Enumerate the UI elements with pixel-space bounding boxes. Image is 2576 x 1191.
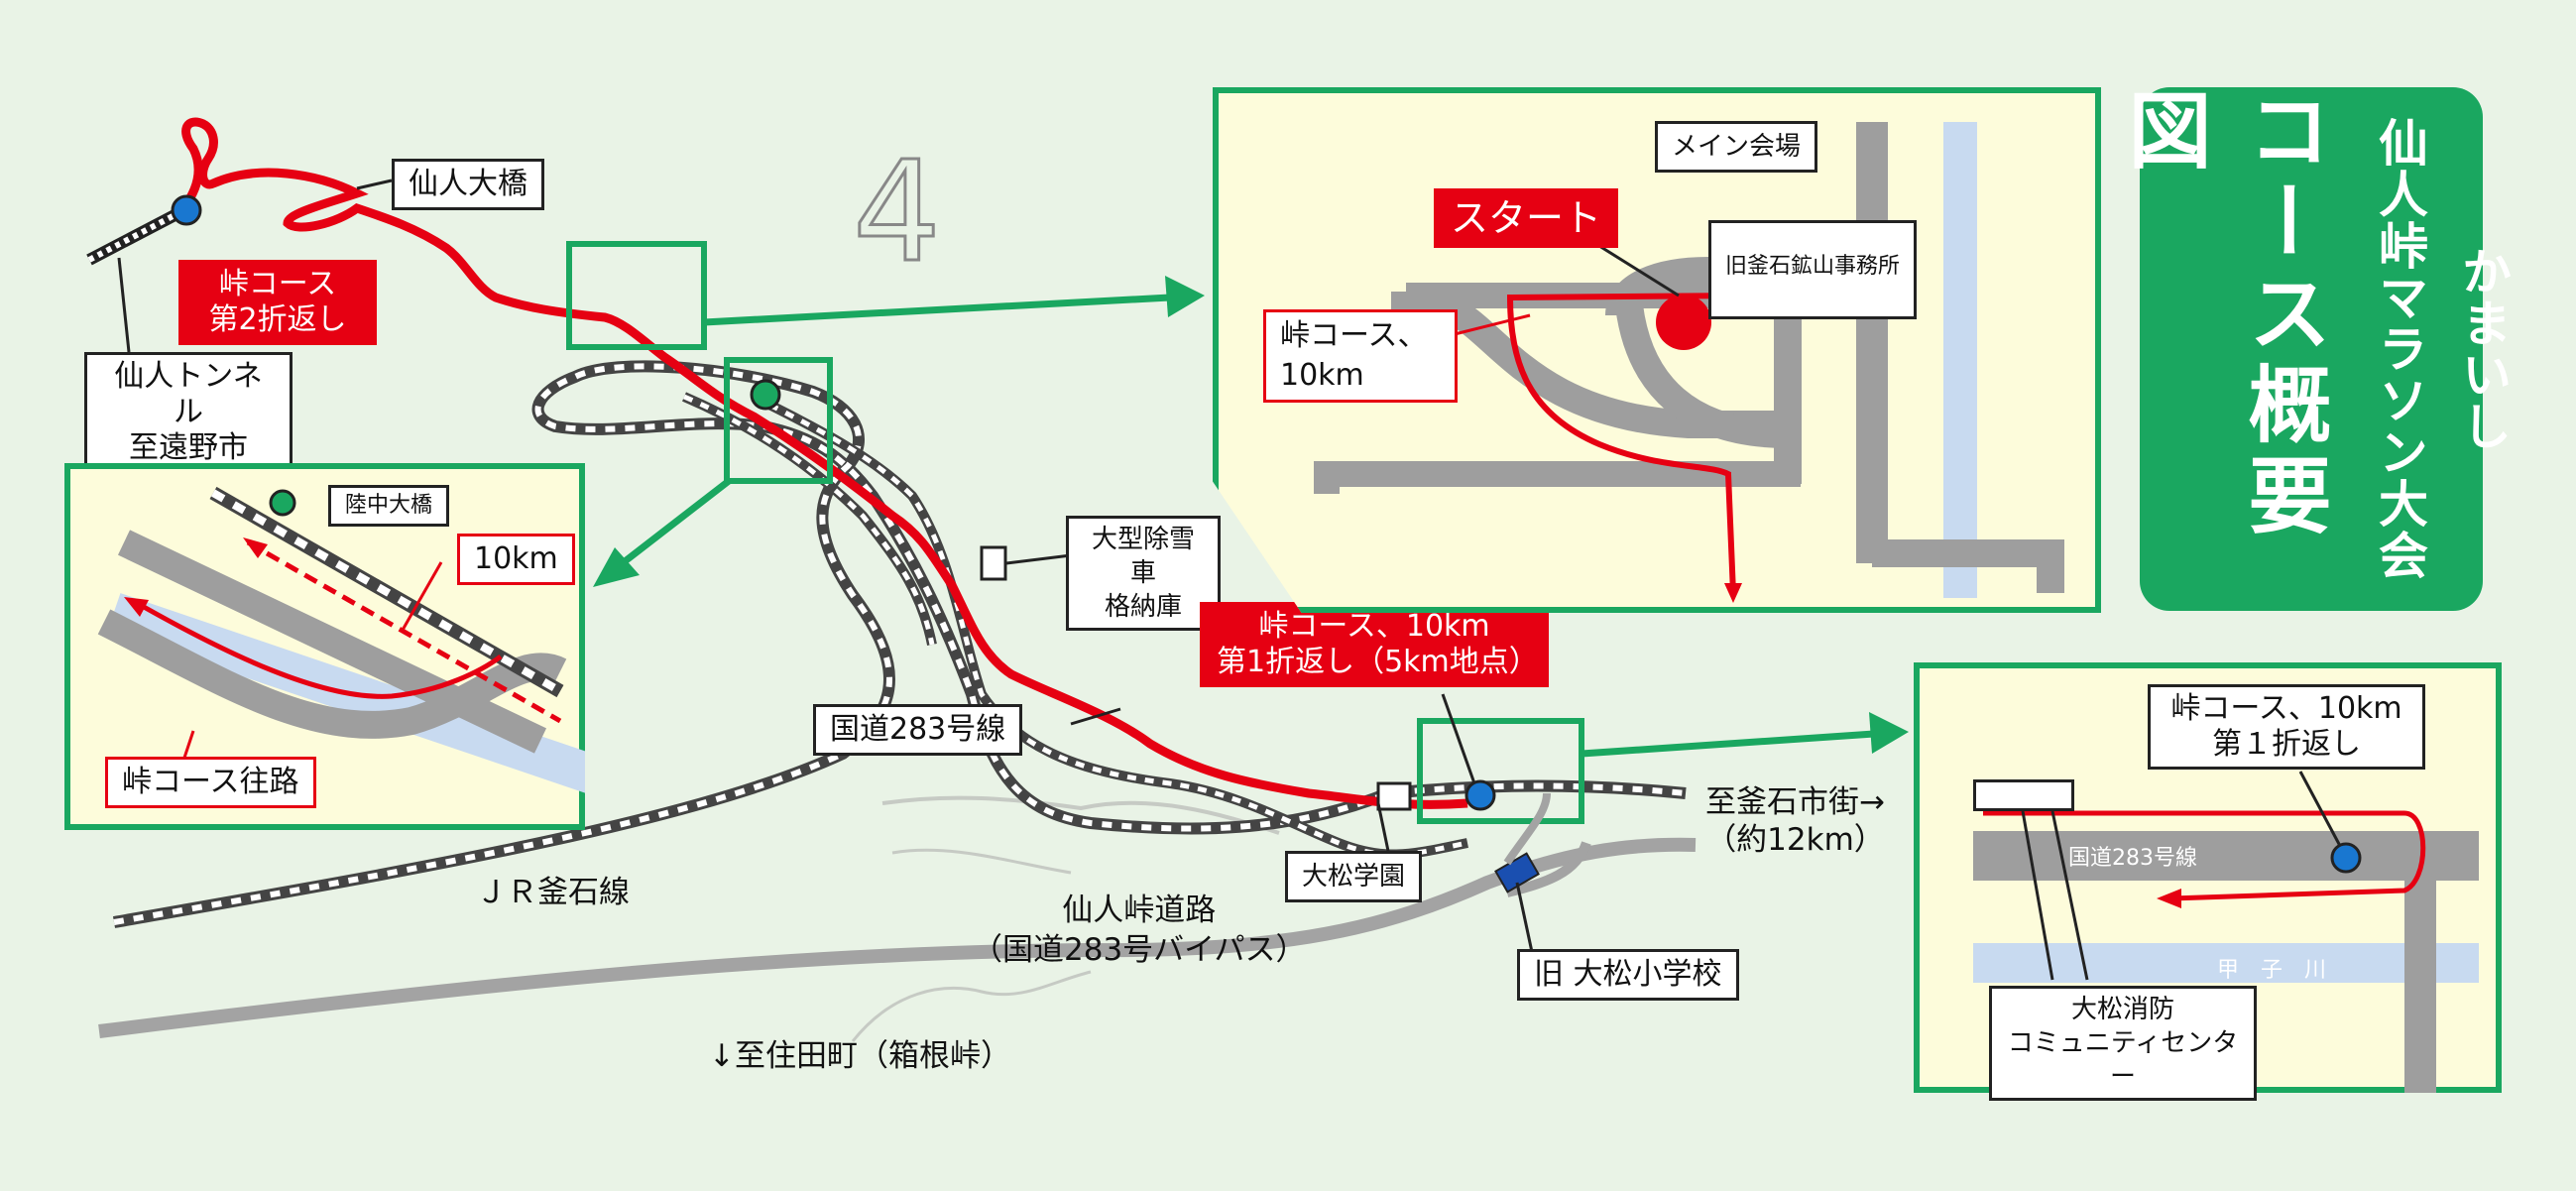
- label-river: 甲 子 川: [2217, 958, 2327, 983]
- jr-line-branch: [682, 392, 937, 646]
- label-rikuchu-bridge: 陸中大橋: [328, 485, 450, 527]
- fire-center-building: [1973, 779, 2074, 811]
- label-sennin-ohashi: 仙人大橋: [392, 159, 544, 210]
- label-bypass: 仙人峠道路 （国道283号バイパス）: [972, 893, 1307, 968]
- label-start-course: 峠コース、 10km: [1263, 309, 1458, 403]
- route-number: 4: [853, 132, 941, 294]
- title-line1: かまいし: [2454, 246, 2512, 452]
- zoom-box-turn: [1417, 718, 1584, 824]
- inset-first-turn: 国道283号線 甲 子 川 峠コース、10km 第１折返し 大松消防 コミュニテ…: [1914, 662, 2502, 1101]
- label-to-kamaishi: 至釜石市街→ （約12km）: [1705, 784, 1885, 858]
- label-tunnel: 仙人トンネル 至遠野市: [84, 352, 293, 473]
- route-283-line: [751, 392, 1468, 860]
- label-inset-turn: 峠コース、10km 第１折返し: [2148, 684, 2425, 770]
- arrow-icon: [593, 276, 1909, 758]
- gakuen-building: [1376, 781, 1412, 811]
- inset-start-area: メイン会場 旧釜石鉱山事務所 スタート 峠コース、 10km: [1213, 87, 2101, 613]
- label-jr-line: ＪＲ釜石線: [476, 875, 630, 910]
- label-bridge-10km: 10km: [457, 534, 575, 585]
- bridge-marker: [750, 379, 781, 411]
- label-route-283: 国道283号線: [813, 704, 1023, 756]
- turn-point-marker: [171, 194, 202, 226]
- leader-lines: [117, 179, 1534, 953]
- label-omatsu-gakuen: 大松学園: [1285, 851, 1423, 902]
- zoom-box-start: [566, 241, 707, 350]
- title-line3: コース概要図: [2115, 87, 2332, 543]
- label-fire-center: 大松消防 コミュニティセンター: [1989, 986, 2257, 1101]
- inset-start-graphics: [1314, 122, 2064, 603]
- bypass-road: [98, 837, 1697, 1038]
- terrain-contour: [881, 795, 1280, 835]
- label-main-venue: メイン会場: [1655, 121, 1818, 173]
- school-road: [1503, 792, 1551, 866]
- label-inset-road: 国道283号線: [2068, 846, 2197, 871]
- zoom-box-bridge: [724, 357, 833, 484]
- label-to-sumita: ↓至住田町（箱根峠）: [709, 1038, 1011, 1074]
- turn-point-marker-2: [1464, 779, 1496, 811]
- title-box: かまいし 仙人峠マラソン大会 コース概要図: [2115, 87, 2512, 611]
- inset-turn-graphics: [1973, 771, 2479, 1093]
- label-first-turn: 峠コース、10km 第1折返し（5km地点）: [1200, 602, 1549, 687]
- title-line2: 仙人峠マラソン大会: [2371, 117, 2428, 581]
- label-old-school: 旧 大松小学校: [1517, 949, 1739, 1001]
- terrain-contour-2: [891, 848, 1072, 875]
- label-snow-garage: 大型除雪車 格納庫: [1066, 516, 1221, 631]
- label-start: スタート: [1434, 188, 1619, 248]
- snow-garage-building: [980, 545, 1007, 581]
- terrain-contour-3: [851, 970, 1092, 1042]
- inset-bridge: 陸中大橋 10km 峠コース往路: [64, 463, 585, 830]
- inset-bridge-graphics: [97, 486, 585, 793]
- label-second-turn: 峠コース 第2折返し: [178, 260, 377, 345]
- label-mine-office: 旧釜石鉱山事務所: [1708, 220, 1918, 319]
- label-pass-route: 峠コース往路: [105, 757, 316, 808]
- main-course: [179, 117, 1468, 809]
- start-marker: [1656, 295, 1711, 350]
